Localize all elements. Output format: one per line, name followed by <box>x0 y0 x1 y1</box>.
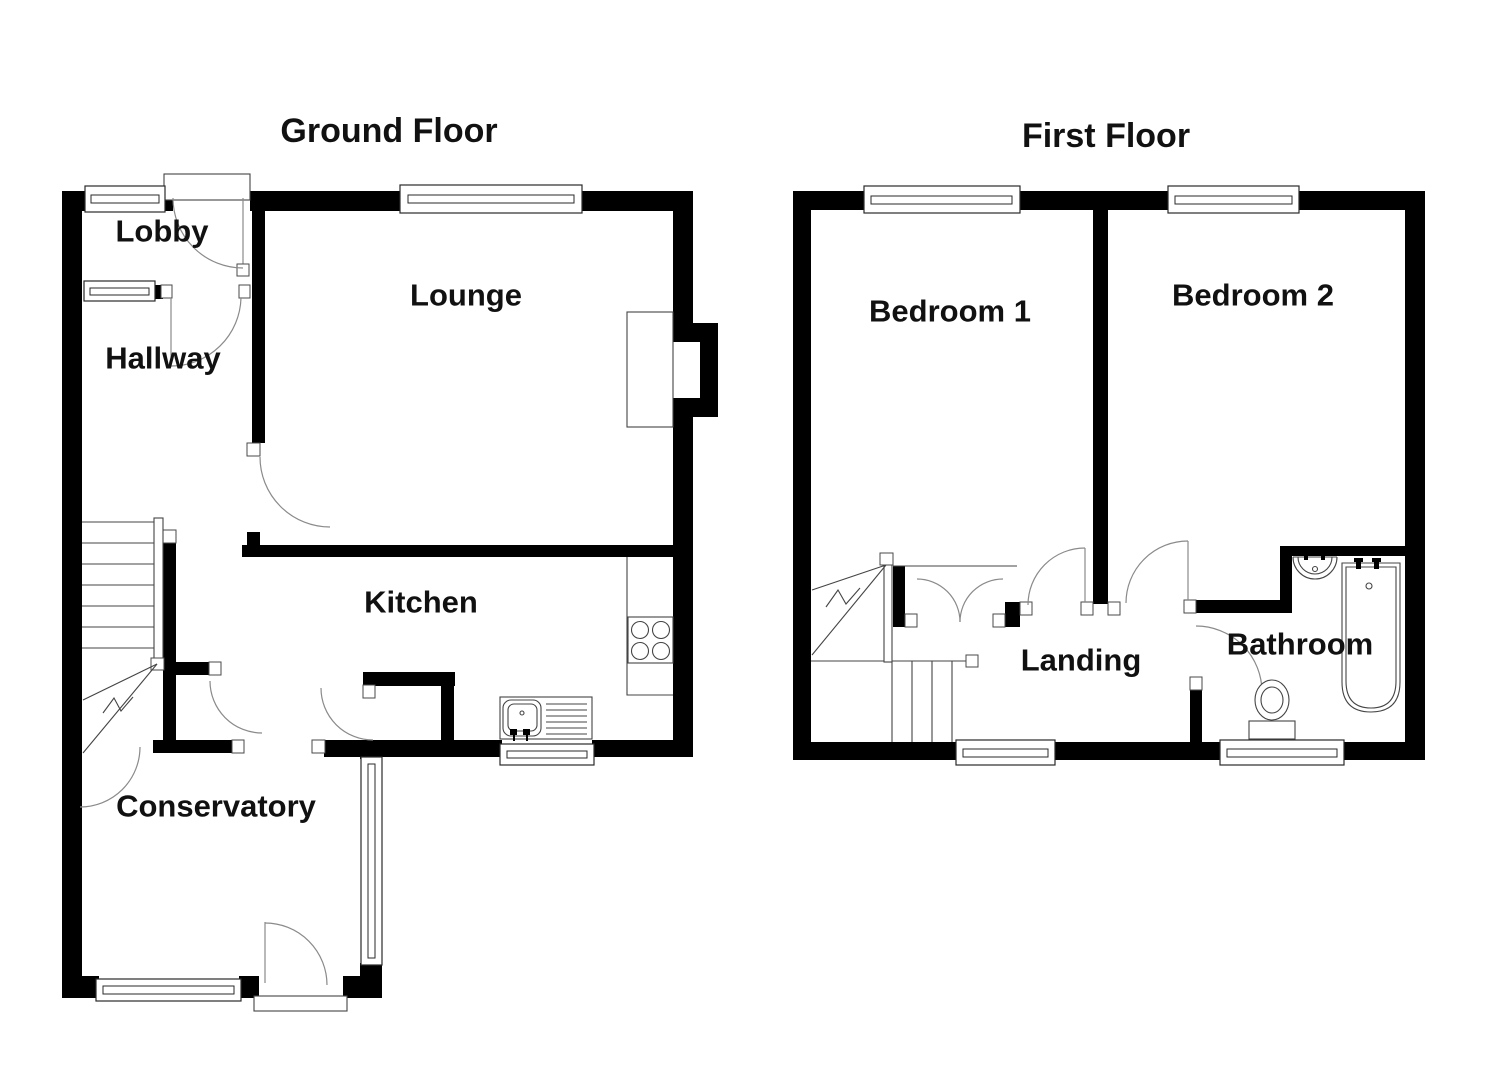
stair-rail <box>153 517 164 666</box>
bathroom-window <box>1219 739 1345 766</box>
room-label-hallway: Hallway <box>105 340 221 376</box>
fireplace-hearth <box>626 311 674 428</box>
room-label-bedroom2: Bedroom 2 <box>1172 277 1334 313</box>
conservatory-back-door <box>264 922 328 986</box>
ground-floor-title: Ground Floor <box>280 112 498 150</box>
ground-floor-plan <box>62 173 718 1012</box>
hallway-window <box>83 280 156 302</box>
kitchen-door <box>209 680 263 734</box>
stair-break-mark <box>102 696 134 714</box>
front-door <box>172 197 250 277</box>
room-label-bedroom1: Bedroom 1 <box>869 293 1031 329</box>
kitchen-counter <box>626 557 673 696</box>
front-door-recess <box>163 173 251 201</box>
basin <box>1292 549 1338 580</box>
bedroom1-window <box>863 185 1021 214</box>
kitchen-conservatory-door <box>320 687 374 741</box>
stair-rail <box>883 557 893 663</box>
first-floor-plan <box>793 185 1425 766</box>
toilet <box>1248 679 1296 740</box>
stair-break-mark <box>825 587 861 608</box>
first-floor-title: First Floor <box>1021 117 1191 155</box>
bedroom1-door <box>1027 547 1086 606</box>
kitchen-window <box>499 743 595 766</box>
room-label-conservatory: Conservatory <box>116 788 316 824</box>
lobby-hallway-door <box>170 297 242 367</box>
room-label-kitchen: Kitchen <box>364 584 478 620</box>
room-label-lobby: Lobby <box>115 213 209 249</box>
conservatory-door-threshold <box>253 995 348 1012</box>
lobby-window <box>84 185 166 213</box>
landing-window <box>955 739 1056 766</box>
conservatory-bottom-window <box>95 978 242 1002</box>
hallway-conservatory-door <box>79 746 141 808</box>
bedroom2-door <box>1125 540 1189 604</box>
ground-floor-stairs <box>82 517 165 754</box>
lounge-door <box>259 456 331 528</box>
room-label-landing: Landing <box>1020 642 1142 678</box>
first-floor-door-jambs <box>904 599 1203 691</box>
bedroom2-window <box>1167 185 1300 214</box>
room-label-bathroom: Bathroom <box>1226 626 1374 662</box>
ground-floor-walls <box>62 191 718 998</box>
conservatory-side-window <box>360 756 383 966</box>
bathtub <box>1341 558 1401 713</box>
bathroom-door <box>1195 625 1263 693</box>
kitchen-sink <box>499 696 593 741</box>
first-floor-stairs <box>811 552 979 742</box>
room-label-lounge: Lounge <box>410 277 522 313</box>
lounge-window <box>399 184 583 214</box>
cupboard-double-doors <box>893 565 1017 623</box>
hob <box>627 616 674 664</box>
